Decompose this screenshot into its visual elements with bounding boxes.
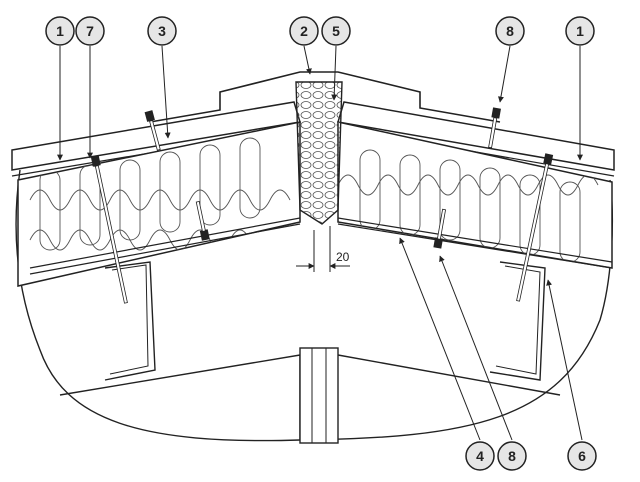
callout-7: 7	[75, 16, 105, 46]
callout-4: 4	[465, 441, 495, 471]
callout-8-top: 8	[495, 16, 525, 46]
screw-left-long	[90, 155, 128, 304]
left-sandwich-panel	[11, 101, 301, 287]
callout-3-label: 3	[158, 23, 166, 39]
ridge-insulation-filler	[295, 81, 343, 225]
callout-8-bottom-label: 8	[508, 448, 516, 464]
callout-5: 5	[321, 16, 351, 46]
callout-4-label: 4	[476, 448, 484, 464]
right-sandwich-panel	[337, 101, 615, 269]
screw-left-cap	[144, 110, 161, 151]
callout-7-label: 7	[86, 23, 94, 39]
screw-left-mid	[195, 200, 210, 241]
callout-3: 3	[147, 16, 177, 46]
callout-5-label: 5	[332, 23, 340, 39]
ridge-cap	[149, 71, 501, 123]
callout-2: 2	[289, 16, 319, 46]
callout-6: 6	[567, 441, 597, 471]
screw-right-cap	[488, 107, 501, 149]
callout-6-label: 6	[578, 448, 586, 464]
callout-1-left-label: 1	[56, 23, 64, 39]
callout-8-top-label: 8	[506, 23, 514, 39]
screw-right-mid	[433, 208, 447, 249]
screw-right-long	[516, 153, 554, 302]
dimension-label: 20	[336, 250, 350, 264]
callout-2-label: 2	[300, 23, 308, 39]
callout-1-right: 1	[565, 16, 595, 46]
callout-8-bottom: 8	[497, 441, 527, 471]
dimension-gap: 20	[296, 226, 350, 272]
callout-1-right-label: 1	[576, 23, 584, 39]
leader-lines	[57, 45, 583, 441]
lower-rafter	[59, 347, 561, 444]
purlins	[104, 261, 546, 381]
callout-1-left: 1	[45, 16, 75, 46]
fasteners	[90, 107, 554, 304]
